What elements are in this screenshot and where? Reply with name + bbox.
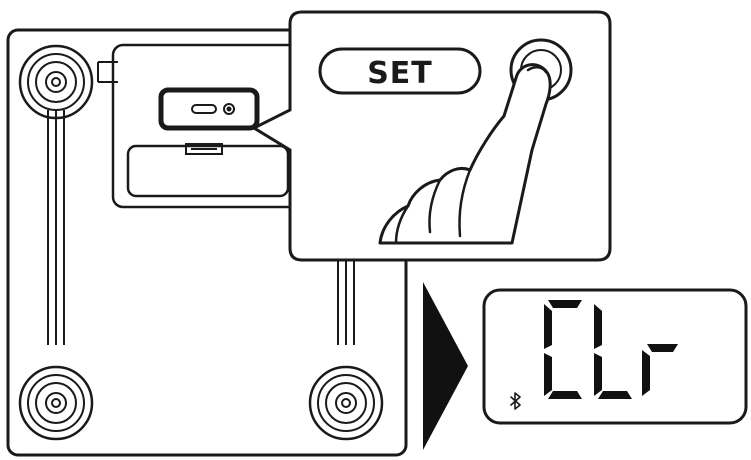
right-pointer-triangle-icon	[423, 282, 468, 450]
segment-char-r	[642, 344, 678, 396]
scale-foot-bottom-left	[18, 365, 94, 441]
segment-char-c	[544, 300, 582, 399]
set-button[interactable]: SET	[318, 47, 482, 95]
top-connectors	[97, 61, 118, 83]
lcd-display	[482, 288, 748, 425]
bluetooth-icon	[510, 392, 521, 410]
scale-foot-top-left	[18, 44, 94, 120]
segment-char-l	[594, 304, 632, 399]
set-button-location-highlight	[158, 87, 260, 131]
pressing-finger-icon	[378, 63, 552, 245]
small-set-button-icon	[191, 103, 235, 115]
scale-rails	[47, 110, 355, 345]
scale-foot-bottom-right	[308, 365, 384, 441]
set-button-label: SET	[367, 56, 433, 91]
